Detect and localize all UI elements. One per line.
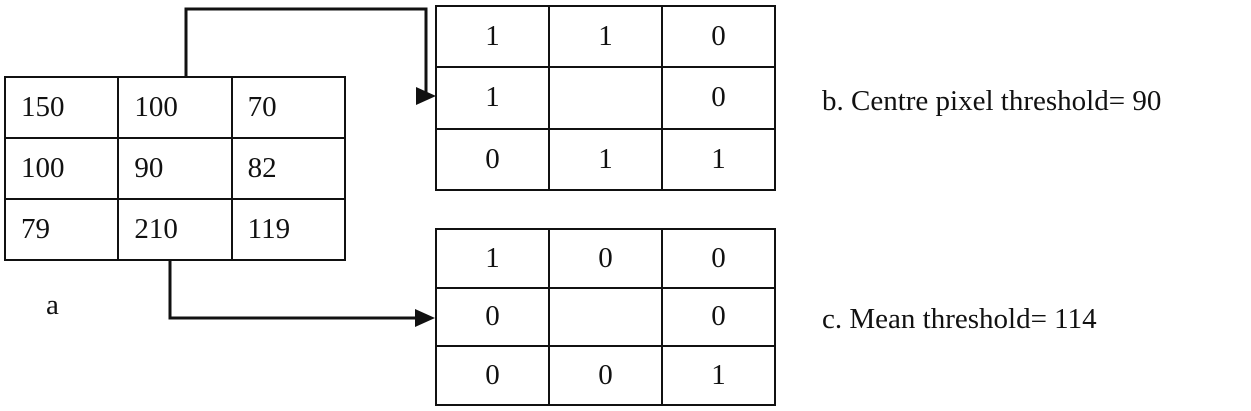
matrix-c-cell: 1 <box>435 228 550 289</box>
matrix-a-cell: 119 <box>230 198 347 261</box>
matrix-c-cell: 0 <box>435 345 550 406</box>
matrix-b-row: 1 0 <box>435 66 776 130</box>
matrix-a-cell: 210 <box>117 198 233 261</box>
matrix-a-cell: 150 <box>3 76 120 139</box>
matrix-c-table: 1 0 0 0 0 0 0 1 <box>435 228 776 406</box>
matrix-c-row: 1 0 0 <box>435 228 776 289</box>
matrix-b-caption: b. Centre pixel threshold= 90 <box>822 85 1162 117</box>
matrix-b-cell: 1 <box>548 127 663 192</box>
matrix-c-cell: 0 <box>661 286 776 348</box>
matrix-a-cell: 79 <box>3 198 120 261</box>
matrix-c-cell: 0 <box>548 228 663 289</box>
matrix-b-cell: 1 <box>661 127 776 192</box>
matrix-b-row: 0 1 1 <box>435 127 776 192</box>
matrix-c-row: 0 0 1 <box>435 345 776 406</box>
matrix-a-cell: 100 <box>117 76 233 139</box>
matrix-b-table: 1 1 0 1 0 0 1 1 <box>435 4 776 192</box>
matrix-b-cell: 0 <box>661 4 776 69</box>
arrow-to-c-head <box>415 309 435 327</box>
matrix-a-table: 150 100 70 100 90 82 79 210 119 <box>3 76 347 261</box>
matrix-a-row: 100 90 82 <box>3 137 347 200</box>
matrix-c-cell-center-empty <box>548 286 663 348</box>
matrix-c-row: 0 0 <box>435 286 776 348</box>
matrix-b-cell: 0 <box>435 127 550 192</box>
matrix-a-cell: 82 <box>230 137 347 200</box>
arrow-to-c-line <box>168 261 417 320</box>
matrix-c-cell: 1 <box>661 345 776 406</box>
matrix-a-cell: 70 <box>230 76 347 139</box>
matrix-c-cell: 0 <box>661 228 776 289</box>
matrix-b-cell: 1 <box>435 4 550 69</box>
matrix-b-cell: 1 <box>548 4 663 69</box>
arrow-to-b-head <box>416 87 436 105</box>
matrix-c-cell: 0 <box>548 345 663 406</box>
matrix-a-cell: 100 <box>3 137 120 200</box>
matrix-c-caption: c. Mean threshold= 114 <box>822 303 1097 335</box>
matrix-a-label: a <box>46 289 59 321</box>
matrix-b-cell: 0 <box>661 66 776 130</box>
matrix-a-row: 150 100 70 <box>3 76 347 139</box>
matrix-c-cell: 0 <box>435 286 550 348</box>
matrix-b-row: 1 1 0 <box>435 4 776 69</box>
matrix-a-row: 79 210 119 <box>3 198 347 261</box>
matrix-b-cell-center-empty <box>548 66 663 130</box>
matrix-b-cell: 1 <box>435 66 550 130</box>
matrix-a-cell: 90 <box>117 137 233 200</box>
